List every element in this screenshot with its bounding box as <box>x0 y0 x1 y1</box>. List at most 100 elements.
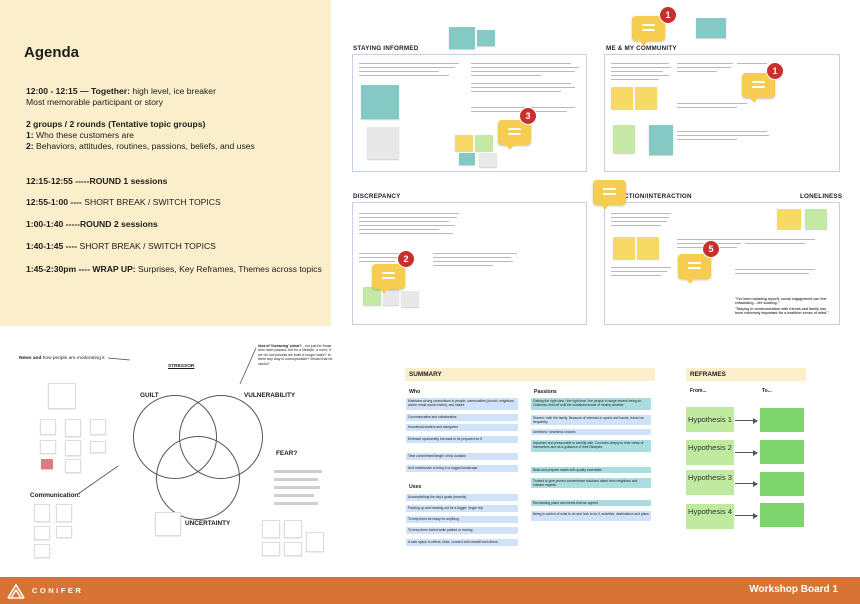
loneliness-quote: "I've been isolating myself, social enga… <box>735 297 827 306</box>
comment-count-badge: 5 <box>702 240 720 258</box>
agenda-panel: Agenda 12:00 - 12:15 — Together: high le… <box>0 0 331 326</box>
research-card[interactable] <box>34 504 50 522</box>
research-card[interactable] <box>155 512 181 536</box>
loneliness-quote: "Staying in communication with friends a… <box>735 307 829 316</box>
sticky-note[interactable] <box>696 18 726 38</box>
comment-bubble[interactable] <box>632 16 665 46</box>
sticky-note[interactable] <box>363 287 381 305</box>
section-staying-informed <box>352 54 587 172</box>
reframes-to-label: To... <box>762 388 772 394</box>
reframe-target-sticky[interactable] <box>760 503 804 527</box>
summary-use-item: A safe space to reflect, relax, connect … <box>406 539 518 546</box>
sticky-note[interactable] <box>613 125 635 153</box>
sticky-note[interactable] <box>475 135 493 151</box>
section-title-discrepancy: DISCREPANCY <box>353 193 401 200</box>
board-title: Workshop Board 1 <box>749 584 838 595</box>
section-connection-loneliness: "I've been isolating myself, social enga… <box>604 202 840 325</box>
section-title-me-community: ME & MY COMMUNITY <box>606 45 677 52</box>
research-card[interactable] <box>34 526 50 540</box>
research-card[interactable] <box>90 419 106 435</box>
research-card[interactable] <box>262 520 280 538</box>
reframe-target-sticky[interactable] <box>760 408 804 432</box>
summary-who-item: Household leaders and caregivers <box>406 424 518 431</box>
sticky-note[interactable] <box>367 127 399 159</box>
agenda-title: Agenda <box>24 44 80 61</box>
sticky-note[interactable] <box>637 237 659 259</box>
research-card[interactable] <box>284 520 302 538</box>
sticky-note[interactable] <box>613 237 635 259</box>
sticky-note[interactable] <box>611 87 633 109</box>
comment-bubble[interactable] <box>678 254 711 284</box>
sticky-note[interactable] <box>455 135 473 151</box>
summary-passion-item: Unlimited / seamless choices <box>531 429 651 435</box>
arrow-icon <box>735 449 758 456</box>
reframe-target-sticky[interactable] <box>760 440 804 464</box>
research-card[interactable] <box>34 544 50 558</box>
sticky-note[interactable] <box>361 85 399 119</box>
brand-name: CONIFER <box>32 586 84 595</box>
agenda-item-round2: 1:00-1:40 -----ROUND 2 sessions <box>26 219 158 229</box>
sticky-note[interactable] <box>635 87 657 109</box>
hypothesis-3[interactable]: Hypothesis 3 <box>686 470 734 495</box>
summary-who-heading: Who <box>409 389 421 395</box>
summary-who-item: Maintains strong connections to people, … <box>406 398 518 410</box>
agenda-item-groups: 2 groups / 2 rounds (Tentative topic gro… <box>26 119 255 151</box>
research-card[interactable] <box>65 459 81 473</box>
summary-who-item: Isn't unobtrusive to living in a rugged … <box>406 465 518 472</box>
summary-passion-item: Rechecking plans and meets that we agree… <box>531 500 651 506</box>
arrow-icon <box>735 480 758 487</box>
hypothesis-4[interactable]: Hypothesis 4 <box>686 504 734 529</box>
sticky-note[interactable] <box>41 459 53 469</box>
guilt-label: GUILT <box>140 392 159 399</box>
research-card[interactable] <box>262 542 280 556</box>
sticky-note[interactable] <box>805 209 827 229</box>
vulnerability-label: VULNERABILITY <box>244 392 296 399</box>
reframe-target-sticky[interactable] <box>760 472 804 496</box>
sticky-note[interactable] <box>649 125 673 155</box>
research-card[interactable] <box>284 542 302 556</box>
research-card[interactable] <box>65 419 81 437</box>
section-title-loneliness: LONELINESS <box>800 193 843 200</box>
summary-use-item: Accomplishing the day's goals (errands) <box>406 494 518 501</box>
section-title-connection: CTION/INTERACTION <box>624 193 692 200</box>
summary-use-item: Packing up and heading out for a bigger,… <box>406 505 518 512</box>
stressor-label: STRESSOR <box>168 364 195 369</box>
sticky-note[interactable] <box>777 209 801 229</box>
reframes-from-label: From... <box>690 388 707 394</box>
sticky-note[interactable] <box>449 27 475 49</box>
hypothesis-1[interactable]: Hypothesis 1 <box>686 407 734 432</box>
comment-count-badge: 2 <box>397 250 415 268</box>
summary-title: SUMMARY <box>405 368 655 381</box>
sticky-note[interactable] <box>479 153 497 167</box>
hypothesis-2[interactable]: Hypothesis 2 <box>686 440 734 465</box>
agenda-item-round1: 12:15-12:55 -----ROUND 1 sessions <box>26 176 168 186</box>
research-card[interactable] <box>40 419 56 435</box>
footer-bar: CONIFER Workshop Board 1 <box>0 577 860 604</box>
sticky-note[interactable] <box>477 30 495 46</box>
research-card[interactable] <box>65 440 81 456</box>
research-card[interactable] <box>306 532 324 552</box>
summary-passions-heading: Passions <box>534 389 557 395</box>
section-title-staying-informed: STAYING INFORMED <box>353 45 419 52</box>
mind-map-connectors <box>77 347 257 495</box>
research-card[interactable] <box>90 441 106 453</box>
research-card[interactable] <box>48 383 76 409</box>
comment-count-badge: 1 <box>766 62 784 80</box>
fear-label: FEAR? <box>276 450 298 457</box>
uncertainty-label: UNCERTAINTY <box>185 520 231 527</box>
research-card[interactable] <box>56 526 72 538</box>
research-card[interactable] <box>56 504 72 522</box>
agenda-item-break2: 1:40-1:45 ---- SHORT BREAK / SWITCH TOPI… <box>26 241 216 251</box>
agenda-item-break1: 12:55-1:00 ---- SHORT BREAK / SWITCH TOP… <box>26 197 221 207</box>
research-card[interactable] <box>40 440 56 454</box>
summary-who-item: Embrace spontaneity but want to be prepa… <box>406 436 518 443</box>
summary-passion-item: Being in control of what to do and how t… <box>531 511 651 521</box>
comment-bubble[interactable] <box>372 264 405 294</box>
sticky-note[interactable] <box>459 153 475 165</box>
summary-use-item: To help them be ready for anything <box>406 516 518 523</box>
agenda-item-wrapup: 1:45-2:30pm ---- WRAP UP: Surprises, Key… <box>26 264 322 274</box>
summary-who-item: Communicative and collaborative <box>406 414 518 421</box>
sticky-note[interactable] <box>401 291 419 307</box>
comment-count-badge: 3 <box>519 107 537 125</box>
comment-bubble[interactable] <box>593 180 626 210</box>
